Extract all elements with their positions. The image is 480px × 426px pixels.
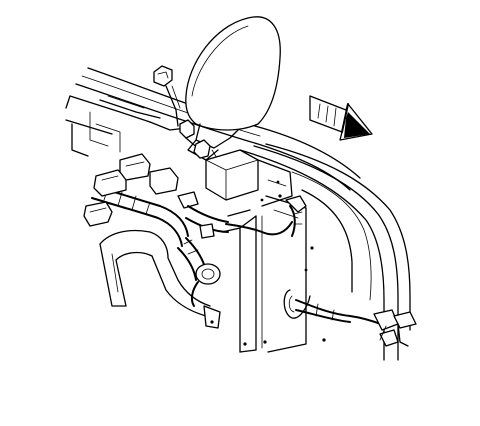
mirror-base-bracket [205,149,293,207]
mount-bolt-2 [193,139,211,159]
direction-arrow-icon [309,95,373,141]
mirror-nut [153,65,181,127]
inner-panel [260,180,326,353]
harness-grommet [190,263,221,307]
wiring-harness-right [225,195,417,347]
cowl-panel [65,67,361,191]
wiring-harness-left [83,153,229,281]
door-opening-frame [239,143,411,361]
hinge-pillar [221,209,267,353]
